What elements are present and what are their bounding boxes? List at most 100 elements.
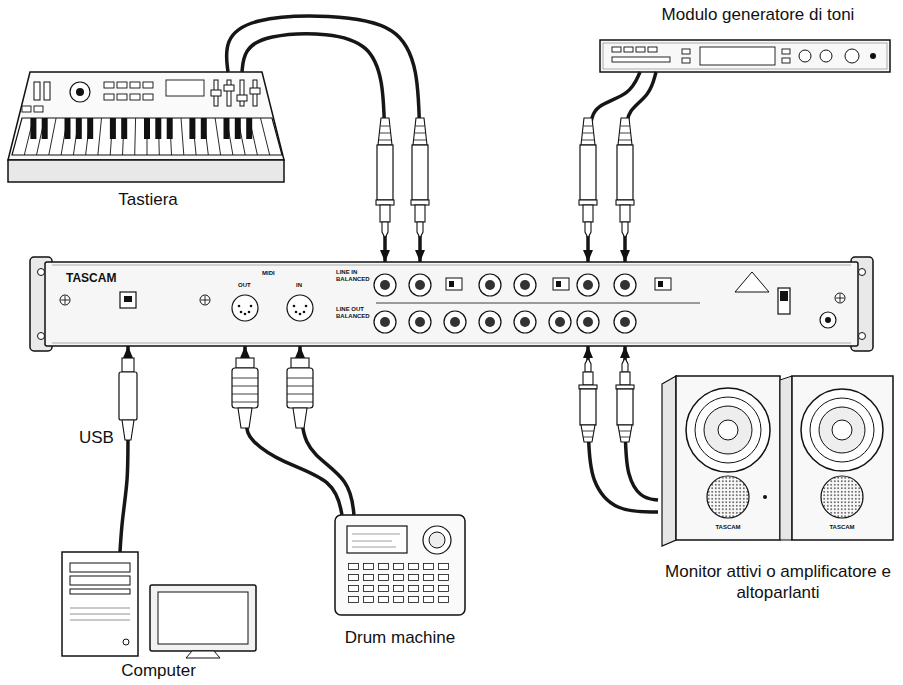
computer-illustration	[158, 592, 248, 644]
speaker-illustration	[792, 376, 893, 540]
audio-interface-panel	[583, 280, 593, 290]
keyboard-illustration	[44, 82, 50, 100]
drum-machine-illustration	[423, 526, 451, 554]
keyboard-illustration	[155, 118, 161, 139]
keyboard-illustration	[22, 80, 204, 112]
audio-interface-panel	[583, 317, 593, 327]
drum-machine-illustration	[335, 515, 465, 615]
audio-interface-panel	[38, 333, 45, 340]
speaker-illustration	[707, 476, 749, 518]
audio-interface-panel	[859, 269, 866, 276]
keyboard-illustration	[110, 118, 116, 139]
panel-label: IN	[296, 282, 302, 289]
device-label: Modulo generatore di toni	[662, 5, 855, 25]
panel-label: MIDI	[262, 270, 275, 277]
keyboard-illustration	[224, 85, 234, 91]
audio-interface-panel	[287, 295, 313, 321]
tone-module-illustration	[624, 47, 633, 52]
cable-label: USB	[78, 428, 115, 448]
keyboard-illustration	[104, 94, 114, 100]
audio-interface-panel	[380, 280, 630, 327]
jack-plug	[616, 118, 634, 238]
keyboard-illustration	[166, 80, 204, 96]
audio-interface-panel	[479, 311, 501, 333]
device-label: Tastiera	[118, 190, 178, 210]
tone-module-illustration	[600, 40, 890, 72]
tone-module-illustration	[682, 58, 690, 63]
audio-interface-panel	[295, 311, 298, 314]
audio-interface-panel	[30, 257, 873, 351]
tone-module-illustration	[600, 40, 890, 72]
device-label: TASCAM	[66, 271, 116, 285]
drum-machine-illustration	[335, 515, 465, 615]
audio-interface-panel	[238, 305, 241, 308]
midi-plug	[232, 358, 258, 428]
audio-interface-panel	[303, 311, 306, 314]
speaker-illustration	[819, 407, 865, 453]
audio-interface-panel	[449, 281, 454, 287]
drum-machine-illustration	[429, 532, 445, 548]
speaker-illustration	[676, 376, 780, 540]
tone-module-illustration	[870, 53, 876, 59]
audio-interface-panel	[415, 280, 425, 290]
keyboard-illustration	[8, 72, 284, 182]
audio-interface-panel	[620, 317, 630, 327]
audio-interface-panel	[479, 274, 501, 296]
keyboard-illustration	[12, 118, 282, 155]
computer-illustration	[62, 552, 256, 658]
audio-interface-panel	[553, 278, 569, 290]
speaker-illustration	[704, 406, 752, 454]
audio-interface-panel	[444, 311, 466, 333]
speaker-illustration	[780, 376, 792, 540]
speaker-illustration	[718, 420, 738, 440]
audio-interface-panel	[38, 269, 45, 276]
keyboard-illustration	[211, 90, 221, 96]
keyboard-illustration	[117, 82, 127, 88]
jack-plug	[376, 118, 394, 238]
tone-module-illustration	[782, 49, 790, 54]
panel-label: LINE IN BALANCED	[336, 269, 372, 282]
audio-interface-panel	[45, 262, 858, 346]
keyboard-illustration	[143, 94, 153, 100]
drum-machine-device: Drum machine	[325, 515, 475, 650]
keyboard-illustration	[121, 118, 127, 139]
computer-illustration	[62, 552, 138, 656]
jack-plug	[579, 358, 597, 442]
keyboard-device: Tastiera	[8, 72, 288, 212]
keyboard-illustration	[201, 118, 207, 139]
audio-interface-panel	[52, 343, 851, 344]
keyboard-illustration	[130, 94, 140, 100]
audio-interface-panel	[485, 317, 495, 327]
audio-interface-panel	[299, 313, 302, 316]
tone-module-illustration	[636, 47, 645, 52]
tone-module-illustration	[820, 50, 832, 62]
speaker-illustration	[695, 397, 761, 463]
audio-interface-panel	[250, 305, 253, 308]
keyboard-illustration	[76, 88, 84, 96]
audio-interface-panel	[555, 317, 565, 327]
audio-interface-panel	[825, 317, 831, 323]
keyboard-illustration	[117, 94, 127, 100]
panel-label: OUT	[238, 282, 251, 289]
audio-interface-panel	[577, 311, 599, 333]
audio-interface-panel	[446, 278, 671, 290]
speaker-illustration	[763, 495, 767, 499]
cable-connector	[227, 16, 420, 262]
audio-interface-panel	[514, 311, 536, 333]
audio-interface-panel	[61, 294, 844, 304]
device-label: Computer	[121, 661, 196, 681]
audio-interface-panel	[248, 311, 251, 314]
drum-machine-illustration	[352, 534, 400, 547]
midi-plug	[287, 358, 313, 428]
keyboard-illustration	[167, 118, 173, 139]
audio-interface-panel	[380, 317, 390, 327]
computer-illustration	[70, 608, 130, 620]
cable-connector	[245, 346, 342, 515]
audio-interface-panel	[232, 295, 258, 321]
tone-module-illustration	[782, 58, 790, 63]
audio-interface-panel	[238, 305, 308, 316]
audio-interface-panel	[244, 313, 247, 316]
keyboard-illustration	[227, 80, 231, 106]
